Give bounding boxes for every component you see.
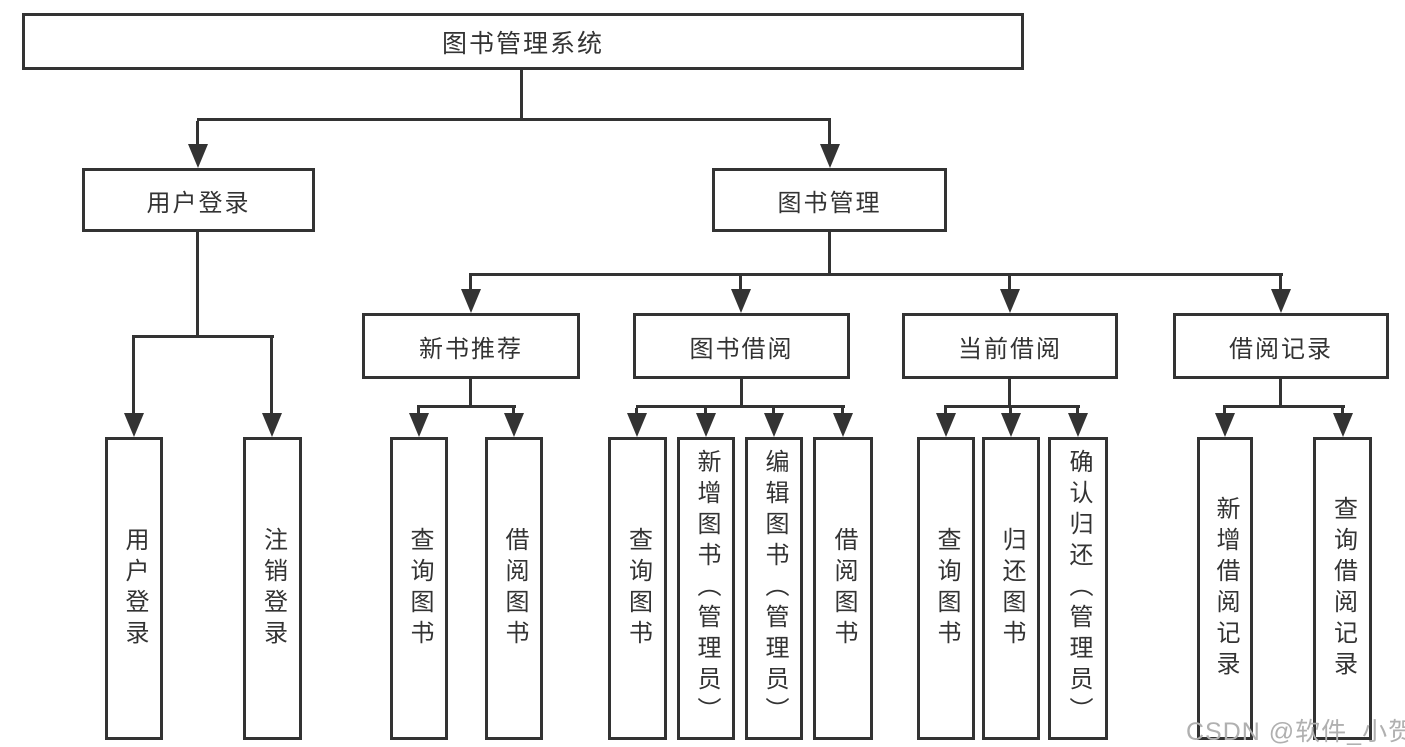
node-borrowing-records: 借阅记录 [1173, 313, 1389, 379]
leaf-label: 注销登录 [259, 526, 287, 651]
leaf-logout: 注销登录 [243, 437, 302, 740]
node-new-book-recommend: 新书推荐 [362, 313, 580, 379]
connector-br-bar [1223, 405, 1345, 408]
connector-nbr-stem [469, 379, 472, 408]
arrow-down-icon [124, 338, 144, 437]
leaf-bb-add-books-admin: 新增图书（管理员） [677, 437, 735, 740]
arrow-down-icon [696, 408, 716, 437]
node-label: 图书管理 [777, 189, 882, 217]
connector-bb-stem [740, 379, 743, 408]
arrow-down-icon [188, 121, 208, 168]
leaf-bb-edit-books-admin: 编辑图书（管理员） [745, 437, 803, 740]
arrow-down-icon [833, 408, 853, 437]
node-label: 当前借阅 [958, 335, 1062, 363]
arrow-down-icon [461, 276, 481, 313]
connector-cb-stem [1008, 379, 1011, 408]
leaf-label: 查询图书 [406, 526, 433, 651]
leaf-label: 借阅图书 [501, 526, 528, 651]
leaf-label: 归还图书 [998, 526, 1025, 651]
arrow-down-icon [1271, 276, 1291, 313]
arrow-down-icon [936, 408, 956, 437]
connector-bb-bar [636, 405, 845, 408]
arrow-down-icon [764, 408, 784, 437]
node-label: 图书管理系统 [441, 29, 604, 58]
leaf-label: 查询借阅记录 [1329, 495, 1357, 682]
leaf-label: 编辑图书（管理员） [761, 449, 788, 728]
connector-root-stem [520, 70, 523, 121]
leaf-label: 查询图书 [933, 526, 960, 651]
node-book-management: 图书管理 [712, 168, 947, 232]
node-label: 新书推荐 [419, 335, 523, 363]
arrow-down-icon [409, 408, 429, 437]
leaf-cb-query-books: 查询图书 [917, 437, 975, 740]
node-current-borrowing: 当前借阅 [902, 313, 1118, 379]
leaf-nbr-borrow-books: 借阅图书 [485, 437, 543, 740]
leaf-label: 新增图书（管理员） [693, 449, 720, 728]
node-label: 借阅记录 [1229, 335, 1333, 363]
node-book-borrowing: 图书借阅 [633, 313, 850, 379]
leaf-user-login: 用户登录 [105, 437, 163, 740]
arrow-down-icon [504, 408, 524, 437]
arrow-down-icon [1068, 408, 1088, 437]
arrow-down-icon [820, 121, 840, 168]
connector-nbr-bar [417, 405, 516, 408]
leaf-label: 借阅图书 [830, 526, 857, 651]
node-label: 图书借阅 [689, 335, 794, 363]
leaf-label: 用户登录 [121, 526, 148, 651]
arrow-down-icon [262, 338, 282, 437]
arrow-down-icon [1001, 408, 1021, 437]
arrow-down-icon [1000, 276, 1020, 313]
arrow-down-icon [627, 408, 647, 437]
connector-br-stem [1279, 379, 1282, 408]
leaf-nbr-query-books: 查询图书 [390, 437, 448, 740]
leaf-cb-return-books: 归还图书 [982, 437, 1040, 740]
leaf-label: 查询图书 [624, 526, 652, 651]
connector-book-mgmt-stem [828, 232, 831, 276]
connector-user-login-bar [132, 335, 274, 338]
leaf-bb-borrow-books: 借阅图书 [813, 437, 873, 740]
node-label: 用户登录 [146, 189, 251, 217]
arrow-down-icon [1215, 408, 1235, 437]
leaf-br-query-record: 查询借阅记录 [1313, 437, 1372, 740]
node-book-management-system: 图书管理系统 [22, 13, 1024, 70]
arrow-down-icon [1333, 408, 1353, 437]
leaf-label: 确认归还（管理员） [1065, 449, 1092, 728]
leaf-bb-query-books: 查询图书 [608, 437, 667, 740]
leaf-label: 新增借阅记录 [1212, 495, 1239, 682]
connector-cb-bar [944, 405, 1080, 408]
leaf-cb-confirm-return-admin: 确认归还（管理员） [1048, 437, 1108, 740]
watermark: CSDN @软件_小贺同学 [1186, 718, 1405, 746]
connector-level3-bar [469, 273, 1283, 276]
connector-user-login-stem [196, 232, 199, 338]
node-user-login: 用户登录 [82, 168, 315, 232]
leaf-br-add-record: 新增借阅记录 [1197, 437, 1253, 740]
connector-level2-bar [197, 118, 831, 121]
arrow-down-icon [731, 276, 751, 313]
